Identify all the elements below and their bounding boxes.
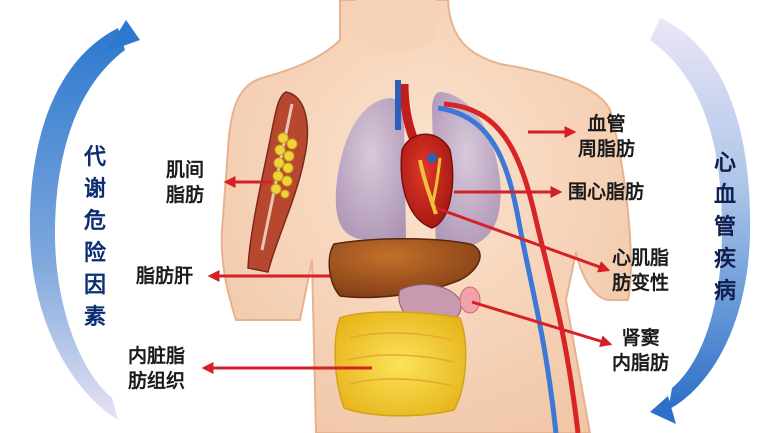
label-intermuscular-fat: 肌间脂肪: [166, 158, 204, 208]
kidney: [460, 287, 480, 313]
label-visceral-adipose: 内脏脂肪组织: [128, 344, 185, 394]
label-renal-sinus-fat: 肾窦内脂肪: [612, 326, 669, 376]
label-perivascular-fat: 血管周脂肪: [578, 112, 635, 162]
label-fatty-liver: 脂肪肝: [136, 264, 193, 289]
visceral-fat-intestines: [335, 312, 466, 416]
cardiovascular-disease-label: 心血管疾病: [712, 148, 738, 308]
neck: [356, 0, 436, 51]
label-myocardial-steatosis: 心肌脂肪变性: [612, 246, 669, 296]
left-swoosh-arrow: [30, 28, 125, 420]
label-pericardial-fat: 围心脂肪: [568, 180, 644, 205]
metabolic-risk-factors-label: 代谢危险因素: [82, 142, 108, 334]
